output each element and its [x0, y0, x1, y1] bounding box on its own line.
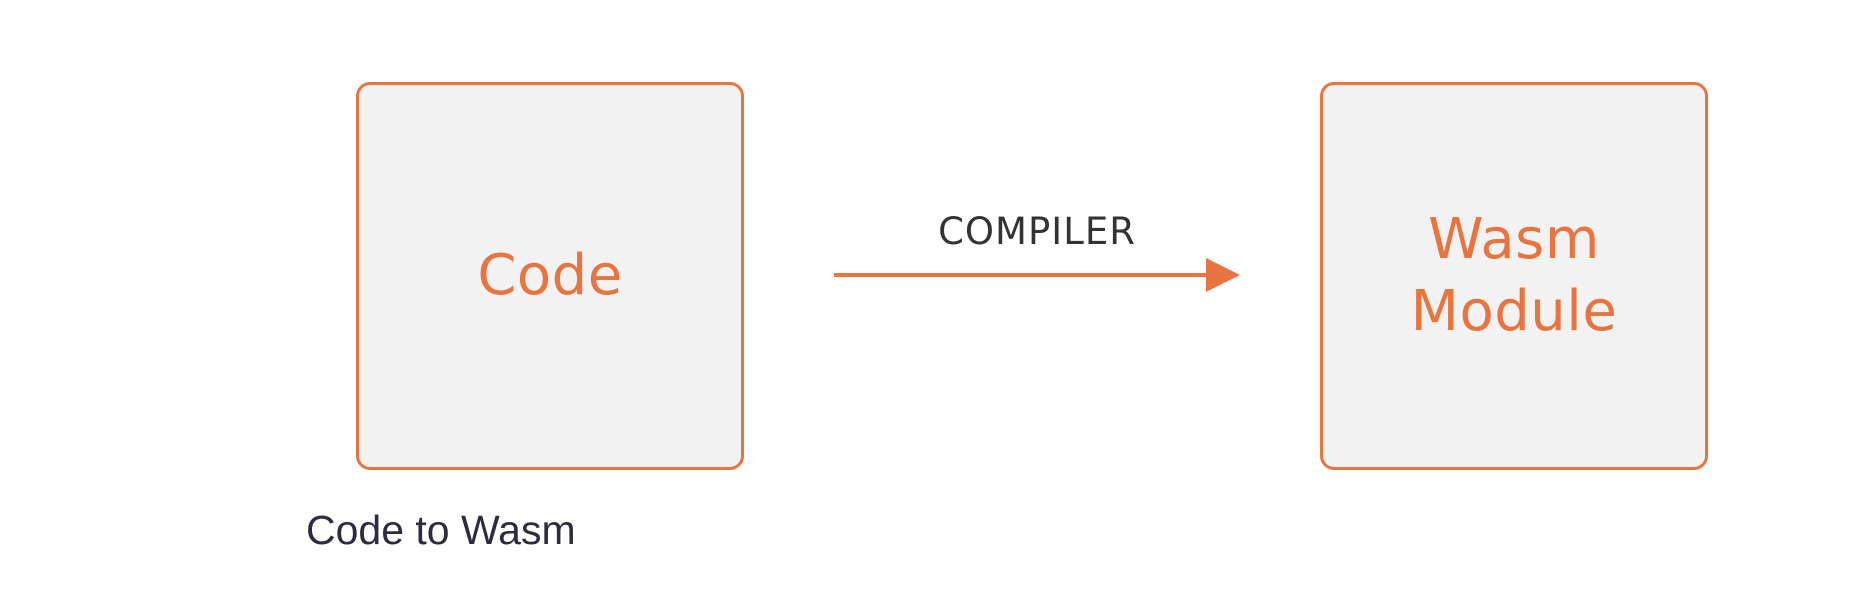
- wasm-module-box-label-line-2: Module: [1410, 279, 1618, 344]
- compiler-arrow-head: [1206, 258, 1240, 292]
- code-box-label: Code: [477, 243, 623, 309]
- wasm-module-box-label-line-1: Wasm: [1428, 207, 1600, 273]
- wasm-module-box-label: Wasm Module: [1411, 204, 1618, 347]
- compiler-arrow-icon: [834, 258, 1240, 292]
- compiler-label: COMPILER: [938, 210, 1136, 253]
- figure-caption: Code to Wasm: [306, 507, 576, 553]
- code-box: Code: [356, 82, 744, 470]
- wasm-module-box: Wasm Module: [1320, 82, 1708, 470]
